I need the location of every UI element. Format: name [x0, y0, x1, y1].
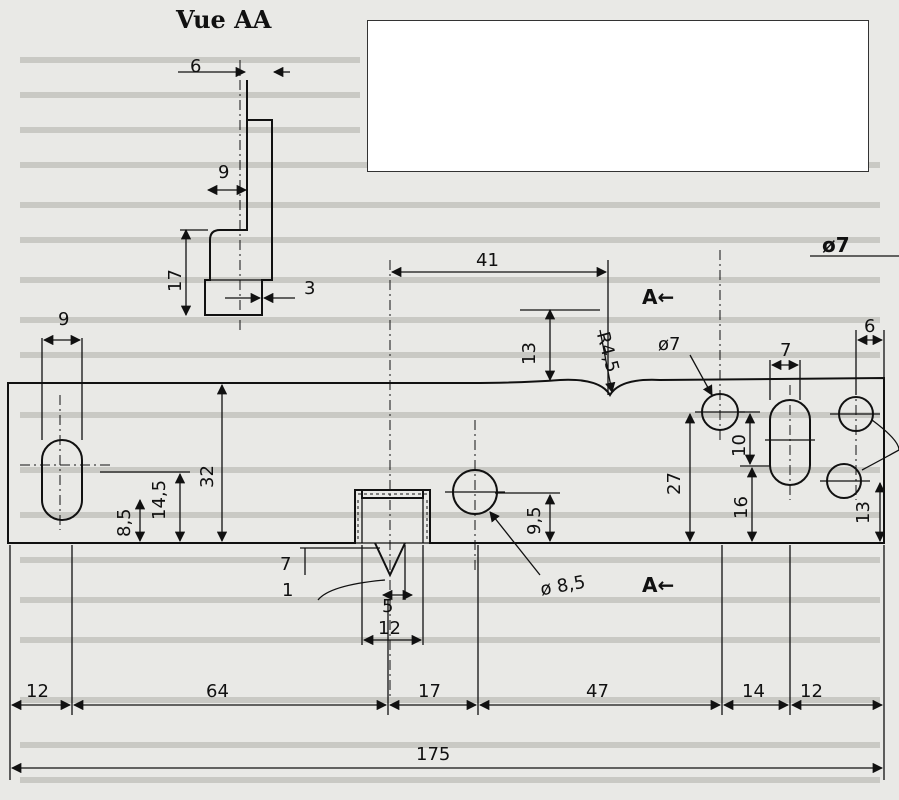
- dim-slot-left-width: 9: [41, 309, 83, 440]
- hole-8-5: [445, 469, 505, 515]
- dim-hole-9-5: 9,5: [495, 492, 560, 543]
- dim-b-64-label: 64: [206, 681, 229, 702]
- dim-total-label: 175: [416, 744, 450, 765]
- dim-hole-top-label: ø7: [658, 334, 680, 355]
- dim-groove-12: 12: [361, 545, 424, 646]
- bottom-dim-chain: 12 64 17 47 14 12 175: [9, 545, 885, 780]
- dim-aa-height: 17: [165, 228, 208, 317]
- dim-h-13-label: 13: [853, 501, 874, 524]
- holes-right: [820, 396, 899, 499]
- dim-aa-inner: 9: [206, 162, 248, 196]
- center-lines: [20, 250, 857, 700]
- slot-right: [765, 399, 815, 486]
- dim-right-phi7: ø7: [810, 233, 899, 257]
- dim-h-10-label: 10: [729, 434, 750, 457]
- dim-aa-width-label: 6: [190, 56, 201, 77]
- slot-left: [41, 439, 83, 521]
- dim-h-10: 10: [729, 411, 760, 466]
- dim-h-16: 16: [731, 465, 770, 543]
- dim-hole-dia-label: ø 8,5: [539, 572, 587, 601]
- section-marker-top-label: A←: [642, 285, 674, 309]
- dim-aa-width: 6: [178, 56, 290, 78]
- dim-radius-label: R4,5: [592, 330, 623, 375]
- dim-h-27-label: 27: [664, 472, 685, 495]
- dim-left-8-5-label: 8,5: [114, 508, 135, 537]
- dim-aa-step-label: 3: [304, 278, 315, 299]
- redacted-white-box: [367, 20, 869, 172]
- dim-h-27: 27: [664, 412, 696, 543]
- dim-aa-height-label: 17: [165, 269, 186, 292]
- dim-right-phi7-label: ø7: [822, 233, 850, 257]
- dim-b-12-label: 12: [26, 681, 49, 702]
- dim-h-13-right: 13: [853, 481, 886, 543]
- dim-b-12b-label: 12: [800, 681, 823, 702]
- dim-groove-7: 7: [280, 547, 380, 575]
- dim-groove-5: 5: [381, 545, 414, 617]
- dim-slot-right-7: 7: [769, 340, 801, 400]
- dim-right-6: 6: [855, 316, 885, 395]
- dim-top-41-label: 41: [476, 250, 499, 271]
- dim-left-14-5: 14,5: [100, 471, 190, 543]
- view-aa-profile: [204, 60, 273, 330]
- hole-7-top: ø7: [658, 334, 745, 431]
- dim-b-14-label: 14: [742, 681, 765, 702]
- section-marker-bottom-label: A←: [642, 573, 674, 597]
- dim-groove-7-label: 7: [280, 554, 291, 575]
- dim-slot-right-label: 7: [780, 340, 791, 361]
- dim-left-8-5: 8,5: [114, 498, 146, 543]
- dim-top-41: 41: [390, 250, 609, 395]
- dim-aa-inner-label: 9: [218, 162, 229, 183]
- central-groove: [357, 490, 428, 578]
- dim-hole-9-5-label: 9,5: [524, 506, 545, 535]
- dim-aa-step: 3: [225, 278, 315, 304]
- dim-b-47-label: 47: [586, 681, 609, 702]
- dim-right-6-label: 6: [864, 316, 875, 337]
- section-marker-top: A←: [642, 285, 674, 309]
- dim-h-16-label: 16: [731, 496, 752, 519]
- dim-slot-left-label: 9: [58, 309, 69, 330]
- dim-b-17-label: 17: [418, 681, 441, 702]
- dim-groove-1-label: 1: [282, 580, 293, 601]
- main-part-outline: [7, 376, 885, 544]
- dim-height-32-label: 32: [197, 465, 218, 488]
- dim-height-32: 32: [197, 383, 228, 543]
- dim-groove-1: 1: [282, 579, 386, 601]
- dim-top-13: 13: [519, 308, 600, 382]
- section-marker-bottom: A←: [642, 573, 674, 597]
- view-title: Vue AA: [176, 5, 272, 34]
- dim-top-13-label: 13: [519, 342, 540, 365]
- dim-left-14-5-label: 14,5: [149, 480, 170, 520]
- dim-groove-12-label: 12: [378, 618, 401, 639]
